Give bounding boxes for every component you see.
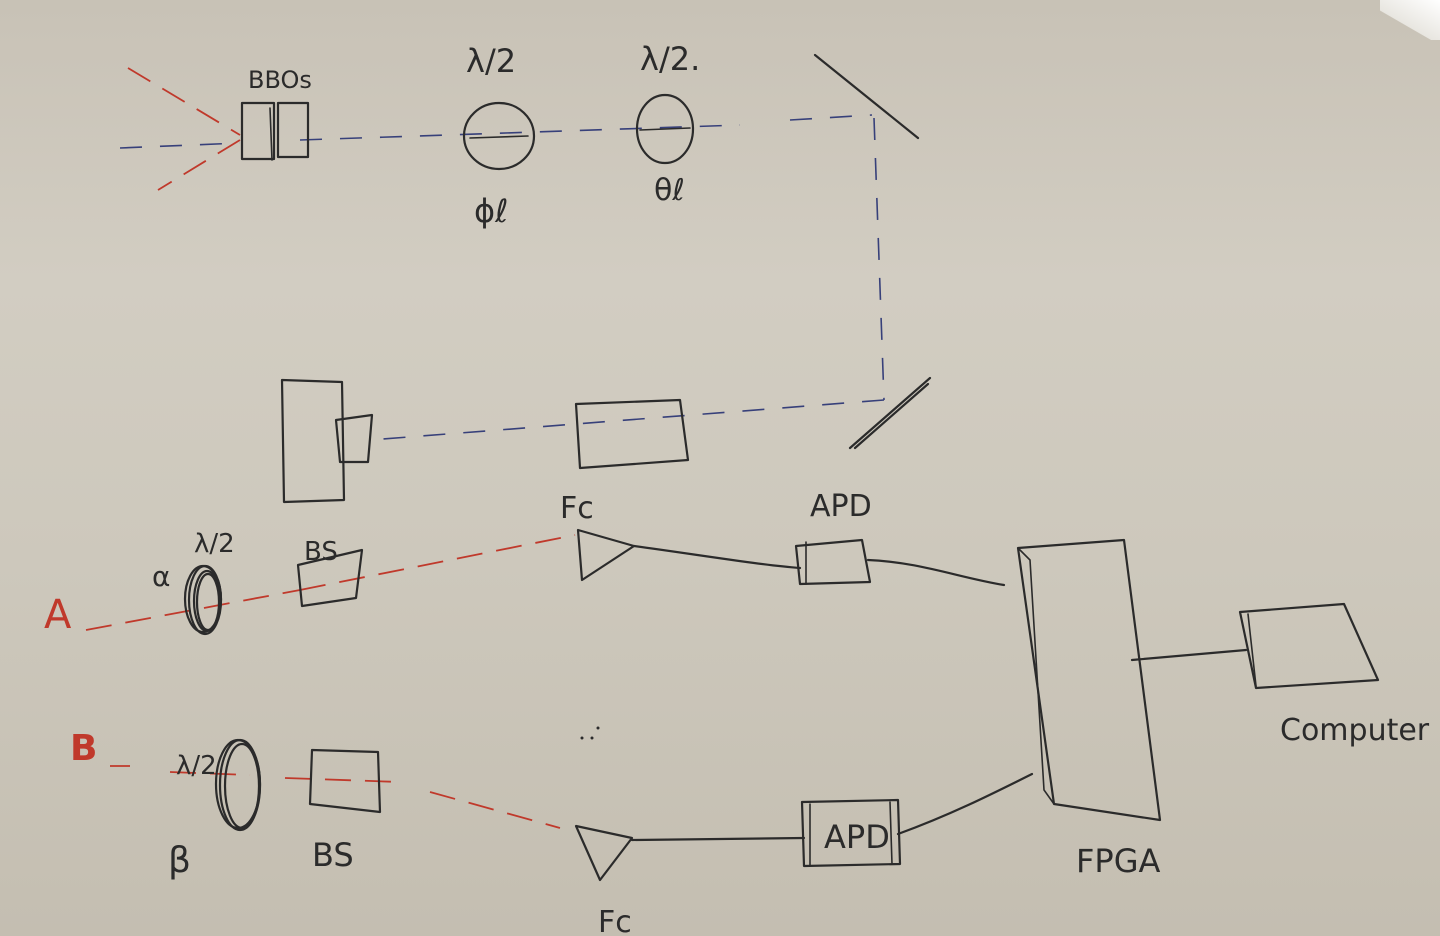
fpga-block (1016, 538, 1162, 822)
apd-a-label: APD (810, 489, 872, 524)
phi-label: ϕℓ (474, 192, 508, 230)
bbos-label: BBOs (248, 66, 312, 94)
bs-a-label: BS (304, 537, 338, 567)
mirror-bottom (848, 376, 932, 450)
waveplate-2 (635, 93, 695, 165)
apd-b (800, 798, 902, 868)
fc-a-label: Fc (560, 491, 594, 526)
laser-source (280, 378, 374, 504)
middle-optic-box (574, 398, 690, 470)
paper-corner-fold (1380, 0, 1440, 40)
waveplate-1 (462, 101, 536, 171)
pump-beam-path (119, 114, 885, 441)
fiber-a-to-apd (632, 544, 802, 570)
wire-fpga-computer (1130, 648, 1248, 662)
computer-box (1238, 602, 1380, 690)
apd-b-label: APD (824, 818, 890, 856)
wire-apd-a-fpga (866, 558, 1006, 587)
fiber-coupler-a (576, 528, 636, 582)
pencil-dots (580, 726, 600, 740)
waveplate-a (183, 564, 223, 636)
beamsplitter-a (296, 548, 364, 608)
beta-label: β (168, 840, 191, 881)
beamsplitter-b (308, 748, 382, 814)
channel-b-beam (169, 771, 561, 829)
fiber-coupler-b (574, 824, 634, 882)
spdc-cone-beams (127, 67, 241, 191)
mirror-top (813, 53, 920, 140)
port-b-label: B (70, 728, 97, 769)
computer-edge (1247, 613, 1257, 687)
fc-b-label: Fc (598, 905, 632, 936)
wire-apd-b-fpga (896, 772, 1034, 836)
fiber-b-to-apd (630, 836, 806, 842)
alpha-label: α (152, 560, 170, 593)
bbo-crystals (240, 101, 310, 161)
computer-label: Computer (1280, 713, 1430, 748)
waveplate-1-label: λ/2 (466, 42, 516, 80)
waveplate-2-label: λ/2. (640, 40, 700, 78)
waveplate-b-label: λ/2 (176, 751, 217, 781)
fpga-edge (1017, 547, 1055, 805)
fpga-label: FPGA (1076, 842, 1161, 880)
waveplate-a-label: λ/2 (194, 529, 235, 559)
port-a-label: A (44, 592, 72, 638)
apd-a (794, 538, 872, 586)
waveplate-b (214, 738, 262, 832)
theta-label: θℓ (654, 173, 685, 208)
bs-b-label: BS (312, 836, 354, 874)
channel-a-beam (85, 534, 576, 631)
